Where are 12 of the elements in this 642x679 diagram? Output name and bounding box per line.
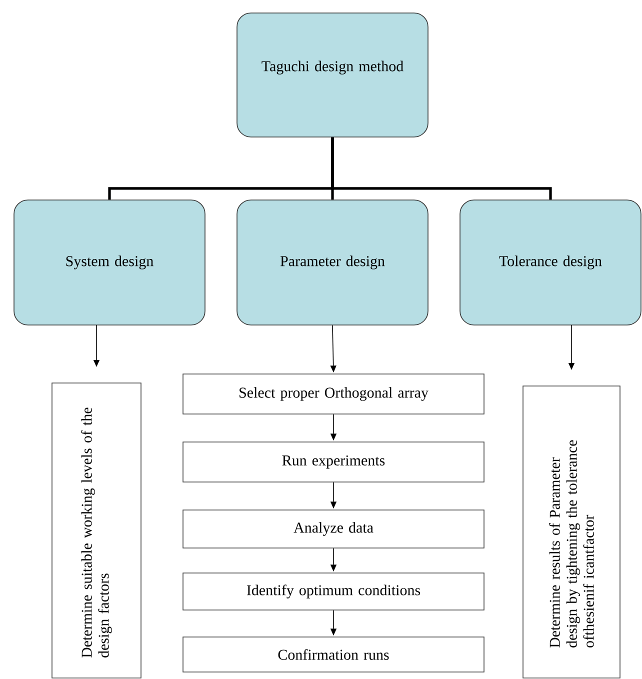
process-box: Analyze data xyxy=(182,510,484,548)
rounded-box: Tolerance design xyxy=(460,200,642,326)
connector-line xyxy=(331,137,552,200)
rounded-box: Parameter design xyxy=(236,200,428,326)
process-box: Select proper Orthogonal array xyxy=(182,374,484,414)
rounded-box: Taguchi design method xyxy=(236,12,428,138)
rounded-box: System design xyxy=(14,200,206,326)
process-box: Confirmation runs xyxy=(182,636,484,672)
vertical-text-box: Determine suitable working levels of the design factors xyxy=(52,382,142,678)
process-box: Identify optimum conditions xyxy=(182,572,484,610)
vertical-text-box: Determine results of Parameter design by tightening the tolerance ofthesienif icantfactor xyxy=(522,386,620,678)
process-box: Run experiments xyxy=(182,442,484,482)
